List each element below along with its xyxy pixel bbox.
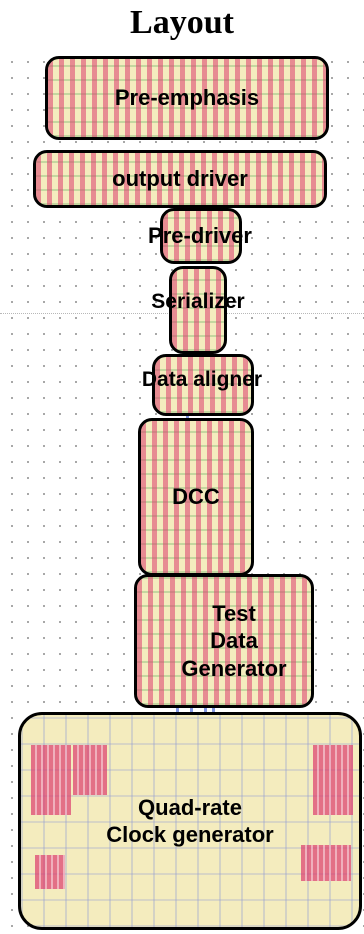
- quad-rate-clock-generator-label: Quad-rate Clock generator: [106, 794, 274, 848]
- dcc-block: DCC: [138, 418, 254, 576]
- layout-texture: [172, 269, 224, 351]
- layout-texture: [141, 421, 251, 573]
- layout-texture: [163, 211, 239, 261]
- output-driver-block: output driver: [33, 150, 327, 208]
- metal-pad: [35, 855, 65, 889]
- pre-emphasis-block: Pre-emphasis: [45, 56, 329, 140]
- metal-pad: [313, 745, 353, 815]
- layout-texture: [137, 577, 311, 705]
- test-data-generator-block: Test Data Generator: [134, 574, 314, 708]
- data-aligner-label: Data aligner: [141, 367, 263, 391]
- layout-texture: [48, 59, 326, 137]
- pre-driver-block: [160, 208, 242, 264]
- quad-rate-clock-generator-block: Quad-rate Clock generator: [18, 712, 362, 930]
- metal-pad: [301, 845, 351, 881]
- serializer-block: [169, 266, 227, 354]
- output-driver-label: output driver: [112, 166, 248, 192]
- pre-emphasis-label: Pre-emphasis: [114, 85, 260, 111]
- test-data-generator-label: Test Data Generator: [181, 600, 287, 681]
- serializer-label: Serializer: [151, 289, 245, 313]
- pre-driver-label: Pre-driver: [148, 223, 252, 249]
- layout-texture: [155, 357, 251, 413]
- layout-texture: [36, 153, 324, 205]
- metal-pad: [31, 745, 71, 815]
- dcc-label: DCC: [172, 484, 220, 510]
- diagram-title: Layout: [130, 4, 234, 41]
- metal-pad: [73, 745, 107, 795]
- data-aligner-block: [152, 354, 254, 416]
